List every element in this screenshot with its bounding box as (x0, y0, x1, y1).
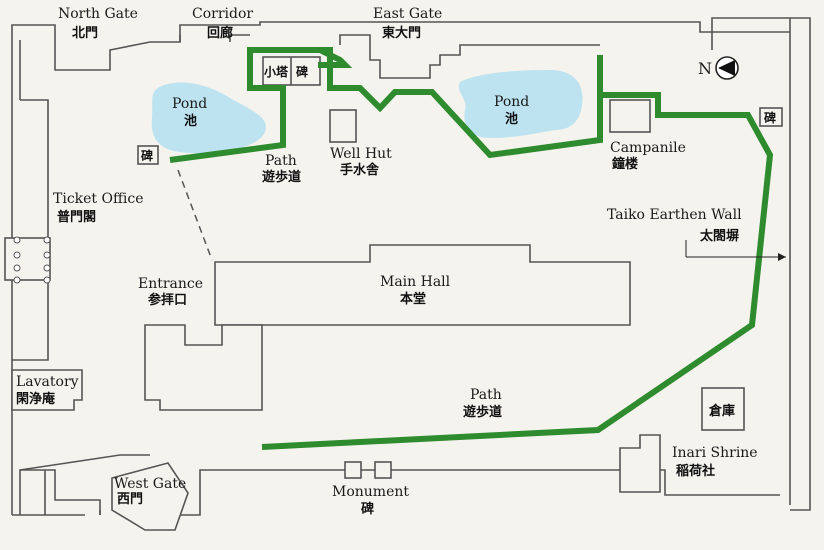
west-gate-jp: 西門 (117, 492, 143, 507)
boundary-walls (11, 17, 811, 516)
well-hut-jp: 手水舎 (340, 162, 380, 178)
ticket-office-jp: 普門閣 (57, 209, 96, 225)
lavatory (11, 369, 83, 411)
pond-left-jp: 池 (184, 113, 197, 129)
compass-label: N (698, 59, 712, 78)
path-upper-label: Path (265, 153, 297, 169)
compass-north-icon: N (698, 56, 739, 80)
stele-west-label: 碑 (141, 148, 153, 163)
inari-shrine-jp: 稲荷社 (676, 463, 715, 479)
inari-shrine-label: Inari Shrine (672, 445, 758, 461)
entrance-label: Entrance (138, 276, 203, 292)
ticket-office-label: Ticket Office (53, 191, 144, 207)
lavatory-jp: 閑浄庵 (16, 391, 56, 407)
dashed-access-line (177, 169, 213, 261)
monument-right (374, 461, 392, 479)
east-gate-label: East Gate (373, 6, 442, 22)
pond-right-jp: 池 (505, 111, 518, 127)
north-gate-label: North Gate (58, 6, 138, 22)
pond-right-label: Pond (494, 94, 529, 110)
path-lower-jp: 遊歩道 (463, 404, 502, 420)
storehouse (701, 387, 745, 431)
main-hall (214, 244, 631, 326)
storehouse-label: 倉庫 (708, 403, 735, 419)
inari-shrine (619, 434, 661, 493)
main-hall-label: Main Hall (380, 274, 451, 290)
well-hut-label: Well Hut (330, 146, 392, 162)
lavatory-label: Lavatory (16, 374, 79, 390)
east-gate-jp: 東大門 (382, 25, 421, 41)
campanile-label: Campanile (610, 140, 686, 156)
west-gate-label: West Gate (114, 476, 186, 492)
west-gate (111, 462, 189, 531)
campanile (609, 99, 651, 133)
taiko-wall-pointer (685, 240, 786, 261)
walking-paths (169, 47, 774, 450)
pond-right (458, 70, 583, 138)
campanile-jp: 鐘楼 (612, 156, 638, 172)
main-hall-jp: 本堂 (400, 291, 426, 307)
path-lower-label: Path (470, 387, 502, 403)
ticket-office-gate (4, 236, 51, 284)
monument-left (344, 461, 362, 479)
stele-small-tower: 碑 (296, 64, 308, 79)
taiko-wall-jp: 太閤塀 (699, 228, 739, 244)
well-hut (329, 109, 357, 143)
stele-east (759, 107, 783, 127)
monument-label: Monument (332, 484, 409, 500)
entrance-jp: 参拝口 (148, 292, 187, 308)
small-tower-label: 小塔 (264, 64, 289, 79)
corridor-jp: 回廊 (207, 25, 233, 41)
taiko-wall-label: Taiko Earthen Wall (607, 207, 742, 223)
stele-west (137, 145, 159, 165)
path-upper-jp: 遊歩道 (262, 169, 301, 185)
monument-jp: 碑 (361, 501, 374, 517)
north-gate-jp: 北門 (72, 26, 98, 41)
pond-left-label: Pond (172, 96, 207, 112)
stele-east-label: 碑 (764, 110, 776, 125)
pond-left (151, 82, 266, 154)
entrance-building (144, 324, 263, 411)
corridor-label: Corridor (192, 6, 253, 22)
